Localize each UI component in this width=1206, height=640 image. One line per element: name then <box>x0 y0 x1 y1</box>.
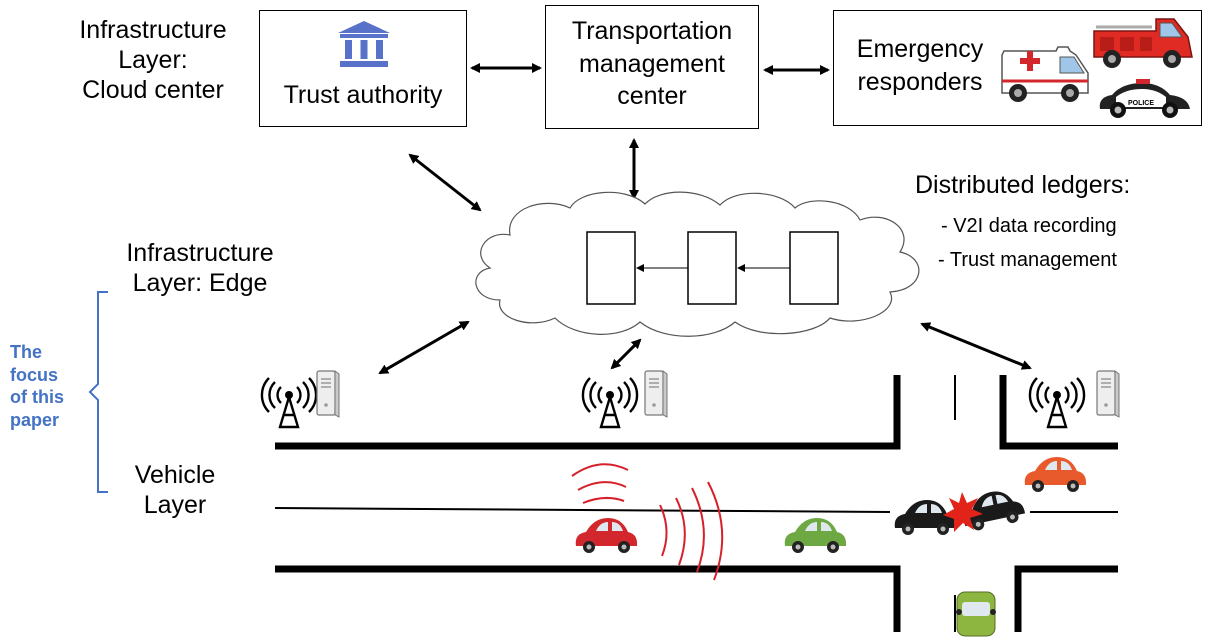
trust-authority-label: Trust authority <box>283 81 443 109</box>
collision-icon <box>894 485 1027 535</box>
ambulance-icon <box>1001 46 1089 102</box>
tmc-label-line: management <box>579 49 725 78</box>
server-icon <box>644 370 668 418</box>
tmc-label-line: Transportation <box>571 17 733 45</box>
arrow-cloud-edge-left <box>378 320 470 375</box>
edge-layer-title-line: Infrastructure <box>126 239 274 267</box>
police-badge: POLICE <box>1128 100 1154 107</box>
road-network <box>274 375 1118 632</box>
server-icon <box>1096 370 1120 418</box>
ledger-item-2: - Trust management <box>938 249 1117 271</box>
focus-label-line: paper <box>10 409 60 430</box>
focus-bracket <box>88 291 108 493</box>
ledger-block-2 <box>687 231 737 305</box>
fire-truck-icon <box>1093 18 1193 68</box>
focus-label-line: focus <box>10 364 59 385</box>
edge-layer-title: Infrastructure Layer: Edge <box>100 238 300 298</box>
orange-car-icon <box>1024 457 1087 492</box>
arrow-cloud-edge-middle <box>610 338 642 370</box>
focus-label: The focus of this paper <box>2 341 84 431</box>
police-car-icon: POLICE <box>1099 79 1190 118</box>
cloud-layer-title-line: Cloud center <box>82 76 224 104</box>
cloud-layer-title-line: Layer: <box>118 46 188 74</box>
tmc-box: Transportation management center <box>545 5 759 129</box>
server-icon <box>316 370 340 418</box>
antenna-icon <box>260 376 318 429</box>
focus-label-line: The <box>10 342 43 362</box>
bank-icon <box>338 21 390 67</box>
cloud-layer-title: Infrastructure Layer: Cloud center <box>58 15 248 105</box>
vehicle-layer-title-line: Layer <box>143 491 207 519</box>
signal-waves <box>571 463 724 581</box>
trust-authority-box: Trust authority <box>259 10 467 127</box>
arrow-cloud-edge-right <box>920 322 1032 370</box>
red-car-icon <box>575 518 638 553</box>
focus-label-line: of this <box>10 387 64 407</box>
vehicle-layer-title: Vehicle Layer <box>110 460 240 520</box>
ledger-block-3 <box>789 231 839 305</box>
ledger-item-1: - V2I data recording <box>941 215 1117 237</box>
green-car-topview-icon <box>956 591 996 637</box>
antenna-icon <box>581 376 639 429</box>
emergency-label: Emergency responders <box>840 33 1000 98</box>
tmc-label-line: center <box>617 82 687 110</box>
emergency-responders-box: Emergency responders POLICE <box>833 10 1202 126</box>
ledger-block-1 <box>586 231 636 305</box>
antenna-icon <box>1028 376 1086 429</box>
green-car-icon <box>784 518 847 553</box>
edge-layer-title-line: Layer: Edge <box>132 269 268 297</box>
emergency-label-line: Emergency <box>856 35 984 63</box>
tmc-label: Transportation management center <box>546 15 758 113</box>
arrow-trust-cloud <box>408 153 482 212</box>
ledger-title: Distributed ledgers: <box>915 171 1131 199</box>
vehicle-layer-title-line: Vehicle <box>134 461 216 489</box>
emergency-label-line: responders <box>857 67 983 96</box>
cloud-layer-title-line: Infrastructure <box>79 16 227 44</box>
